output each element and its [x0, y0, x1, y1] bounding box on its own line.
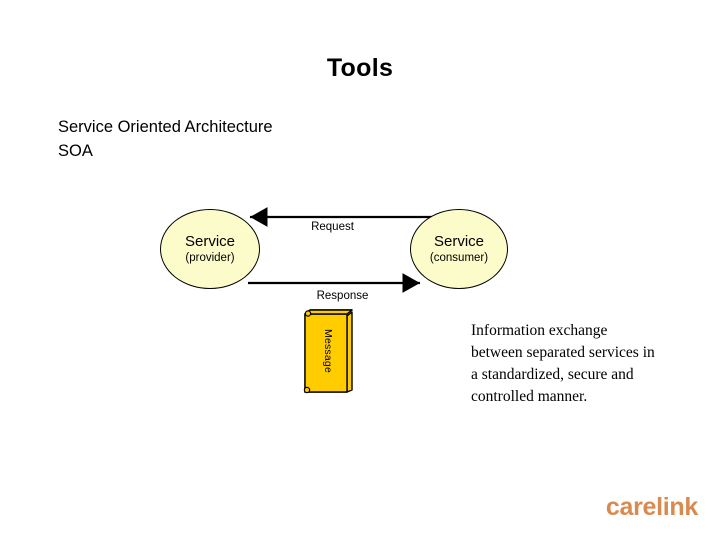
node-service-provider[interactable]: Service (provider) — [160, 209, 260, 289]
node-consumer-subtitle: (consumer) — [429, 251, 489, 264]
flow-label-response: Response — [316, 290, 369, 302]
node-service-consumer[interactable]: Service (consumer) — [410, 209, 508, 289]
node-provider-subtitle: (provider) — [185, 251, 235, 264]
description-line-3: a standardized, secure and — [471, 366, 634, 383]
description-line-4: controlled manner. — [471, 388, 588, 405]
description-line-1: Information exchange — [471, 322, 608, 339]
page-title: Tools — [326, 54, 394, 82]
description-text: Information exchange between separated s… — [471, 320, 696, 408]
node-consumer-title: Service — [433, 232, 485, 250]
slide-subtitle: Service Oriented Architecture SOA — [58, 115, 273, 163]
subtitle-line-1: Service Oriented Architecture — [58, 118, 273, 136]
description-line-2: between separated services in — [471, 344, 655, 361]
subtitle-line-2: SOA — [58, 142, 93, 160]
message-scroll-icon — [303, 309, 353, 394]
carelink-logo: carelink — [605, 493, 698, 521]
flow-label-request: Request — [311, 221, 354, 233]
node-provider-title: Service — [184, 232, 236, 250]
